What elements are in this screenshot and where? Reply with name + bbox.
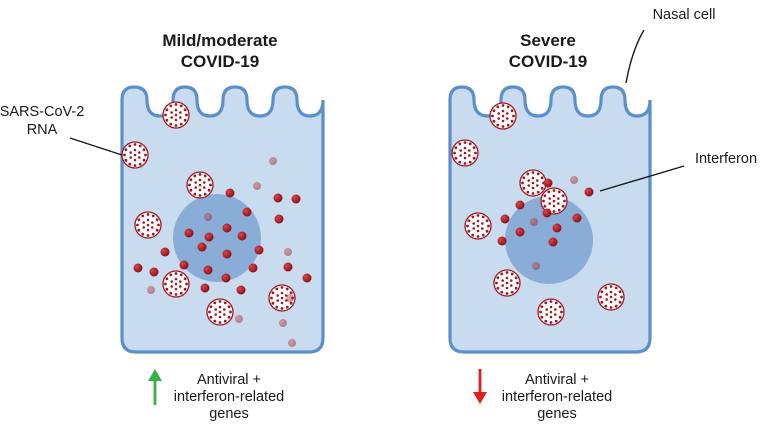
virus-particle [121, 141, 149, 169]
virus-particle [134, 211, 162, 239]
up-arrow-icon [148, 369, 162, 405]
mild-title-line1: Mild/moderate [162, 31, 277, 50]
nasal-cell-callout-line [625, 29, 645, 84]
virus-particle [162, 270, 190, 298]
virus-label-line2: RNA [27, 122, 58, 138]
virus-particle [451, 139, 479, 167]
mild-nucleus [173, 194, 261, 282]
virus-callout-line [69, 137, 123, 156]
virus-particle [186, 171, 214, 199]
virus-particle [537, 298, 565, 326]
mild-genes-line3: genes [209, 406, 249, 422]
severe-genes-line2: interferon-related [502, 389, 612, 405]
virus-particle [206, 298, 234, 326]
interferon-label: Interferon [695, 151, 757, 167]
severe-genes-line1: Antiviral + [525, 372, 589, 388]
virus-particle [464, 212, 492, 240]
severe-cell [448, 85, 652, 354]
virus-particle [489, 102, 517, 130]
mild-title-line2: COVID-19 [181, 52, 259, 71]
nasal-cell-label: Nasal cell [653, 7, 716, 23]
mild-interferon-dots [133, 157, 312, 347]
severe-title-line1: Severe [520, 31, 576, 50]
mild-cell [120, 85, 325, 354]
mild-genes-line1: Antiviral + [197, 372, 261, 388]
severe-genes-line3: genes [537, 406, 577, 422]
mild-genes-line2: interferon-related [174, 389, 284, 405]
virus-label-line1: SARS-CoV-2 [0, 104, 84, 120]
interferon-callout-line [599, 165, 685, 192]
down-arrow-icon [473, 369, 487, 404]
severe-title-line2: COVID-19 [509, 52, 587, 71]
virus-particle [597, 283, 625, 311]
virus-particle [519, 169, 547, 197]
severe-interferon-dots [497, 176, 594, 270]
virus-particle [162, 101, 190, 129]
virus-particle [493, 269, 521, 297]
